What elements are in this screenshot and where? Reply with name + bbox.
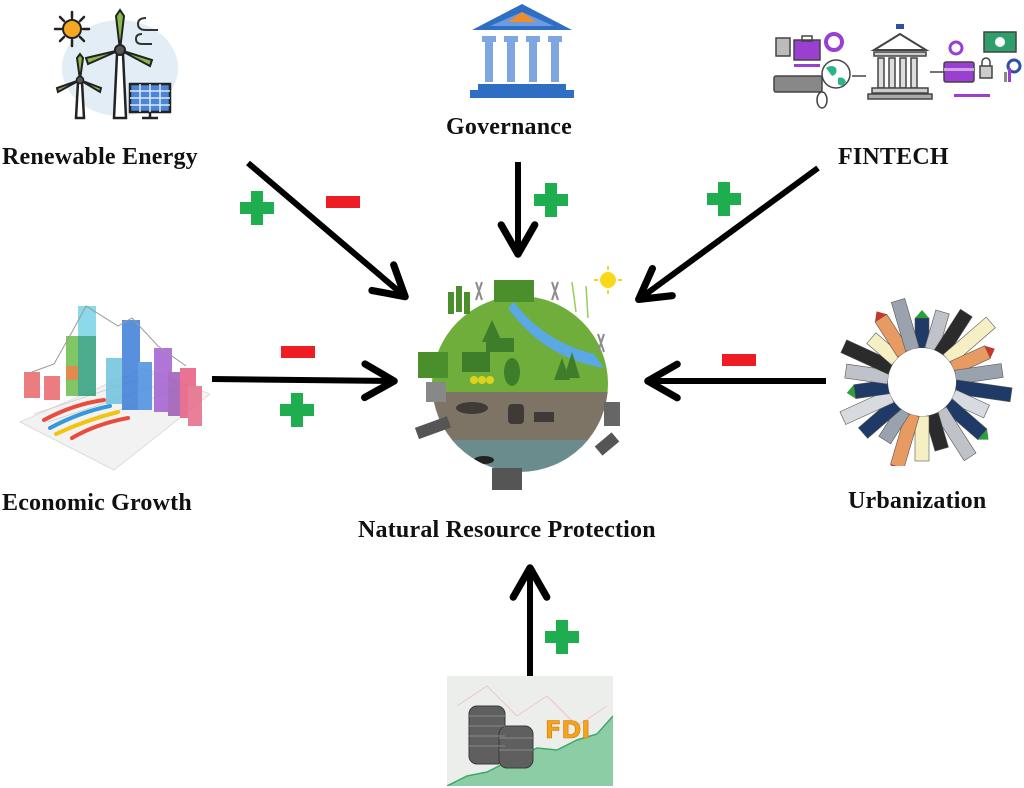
wind-solar-icon [53,8,178,120]
city-building [866,332,902,366]
positive-sign-governance [534,183,568,217]
city-roof [977,429,989,440]
label-renewable-energy: Renewable Energy [2,144,198,170]
negative-sign-urbanization [722,354,756,366]
city-building [942,316,996,366]
positive-sign-renewable-energy [240,191,274,225]
city-roof [915,310,929,318]
city-building [949,389,990,419]
city-building [858,398,902,439]
circular-city-icon [839,298,1013,466]
city-building [890,298,920,352]
city-building [924,309,950,352]
label-economic-growth: Economic Growth [2,490,192,516]
label-fintech: FINTECH [838,144,949,170]
arrow-economic-growth [211,360,398,402]
city-roof [875,311,887,322]
negative-sign-renewable-energy [326,196,360,208]
city-building [942,398,988,441]
coins-growth-icon: FDI [447,676,613,786]
negative-sign-economic-growth [281,346,315,358]
city-building [954,363,1004,385]
city-building [954,379,1013,403]
fintech-illustration-icon [773,24,1022,109]
positive-sign-fdi [545,620,579,654]
city-ring [839,298,1013,466]
positive-sign-fintech [707,182,741,216]
city-roof [984,345,995,359]
label-natural-resource-protection: Natural Resource Protection [358,517,656,543]
city-roof [846,384,856,399]
label-governance: Governance [446,114,572,140]
earth-ecology-icon [414,266,622,490]
city-building [839,389,895,425]
government-building-icon [470,4,574,98]
fdi-image-text: FDI [545,716,590,744]
arrow-fintech [635,165,820,304]
bar-chart-3d-icon [18,305,210,471]
city-building [924,412,949,452]
arrow-renewable-energy [246,160,409,301]
city-building [840,339,895,375]
city-building [890,412,920,466]
label-urbanization: Urbanization [848,488,987,514]
positive-sign-economic-growth [280,393,314,427]
